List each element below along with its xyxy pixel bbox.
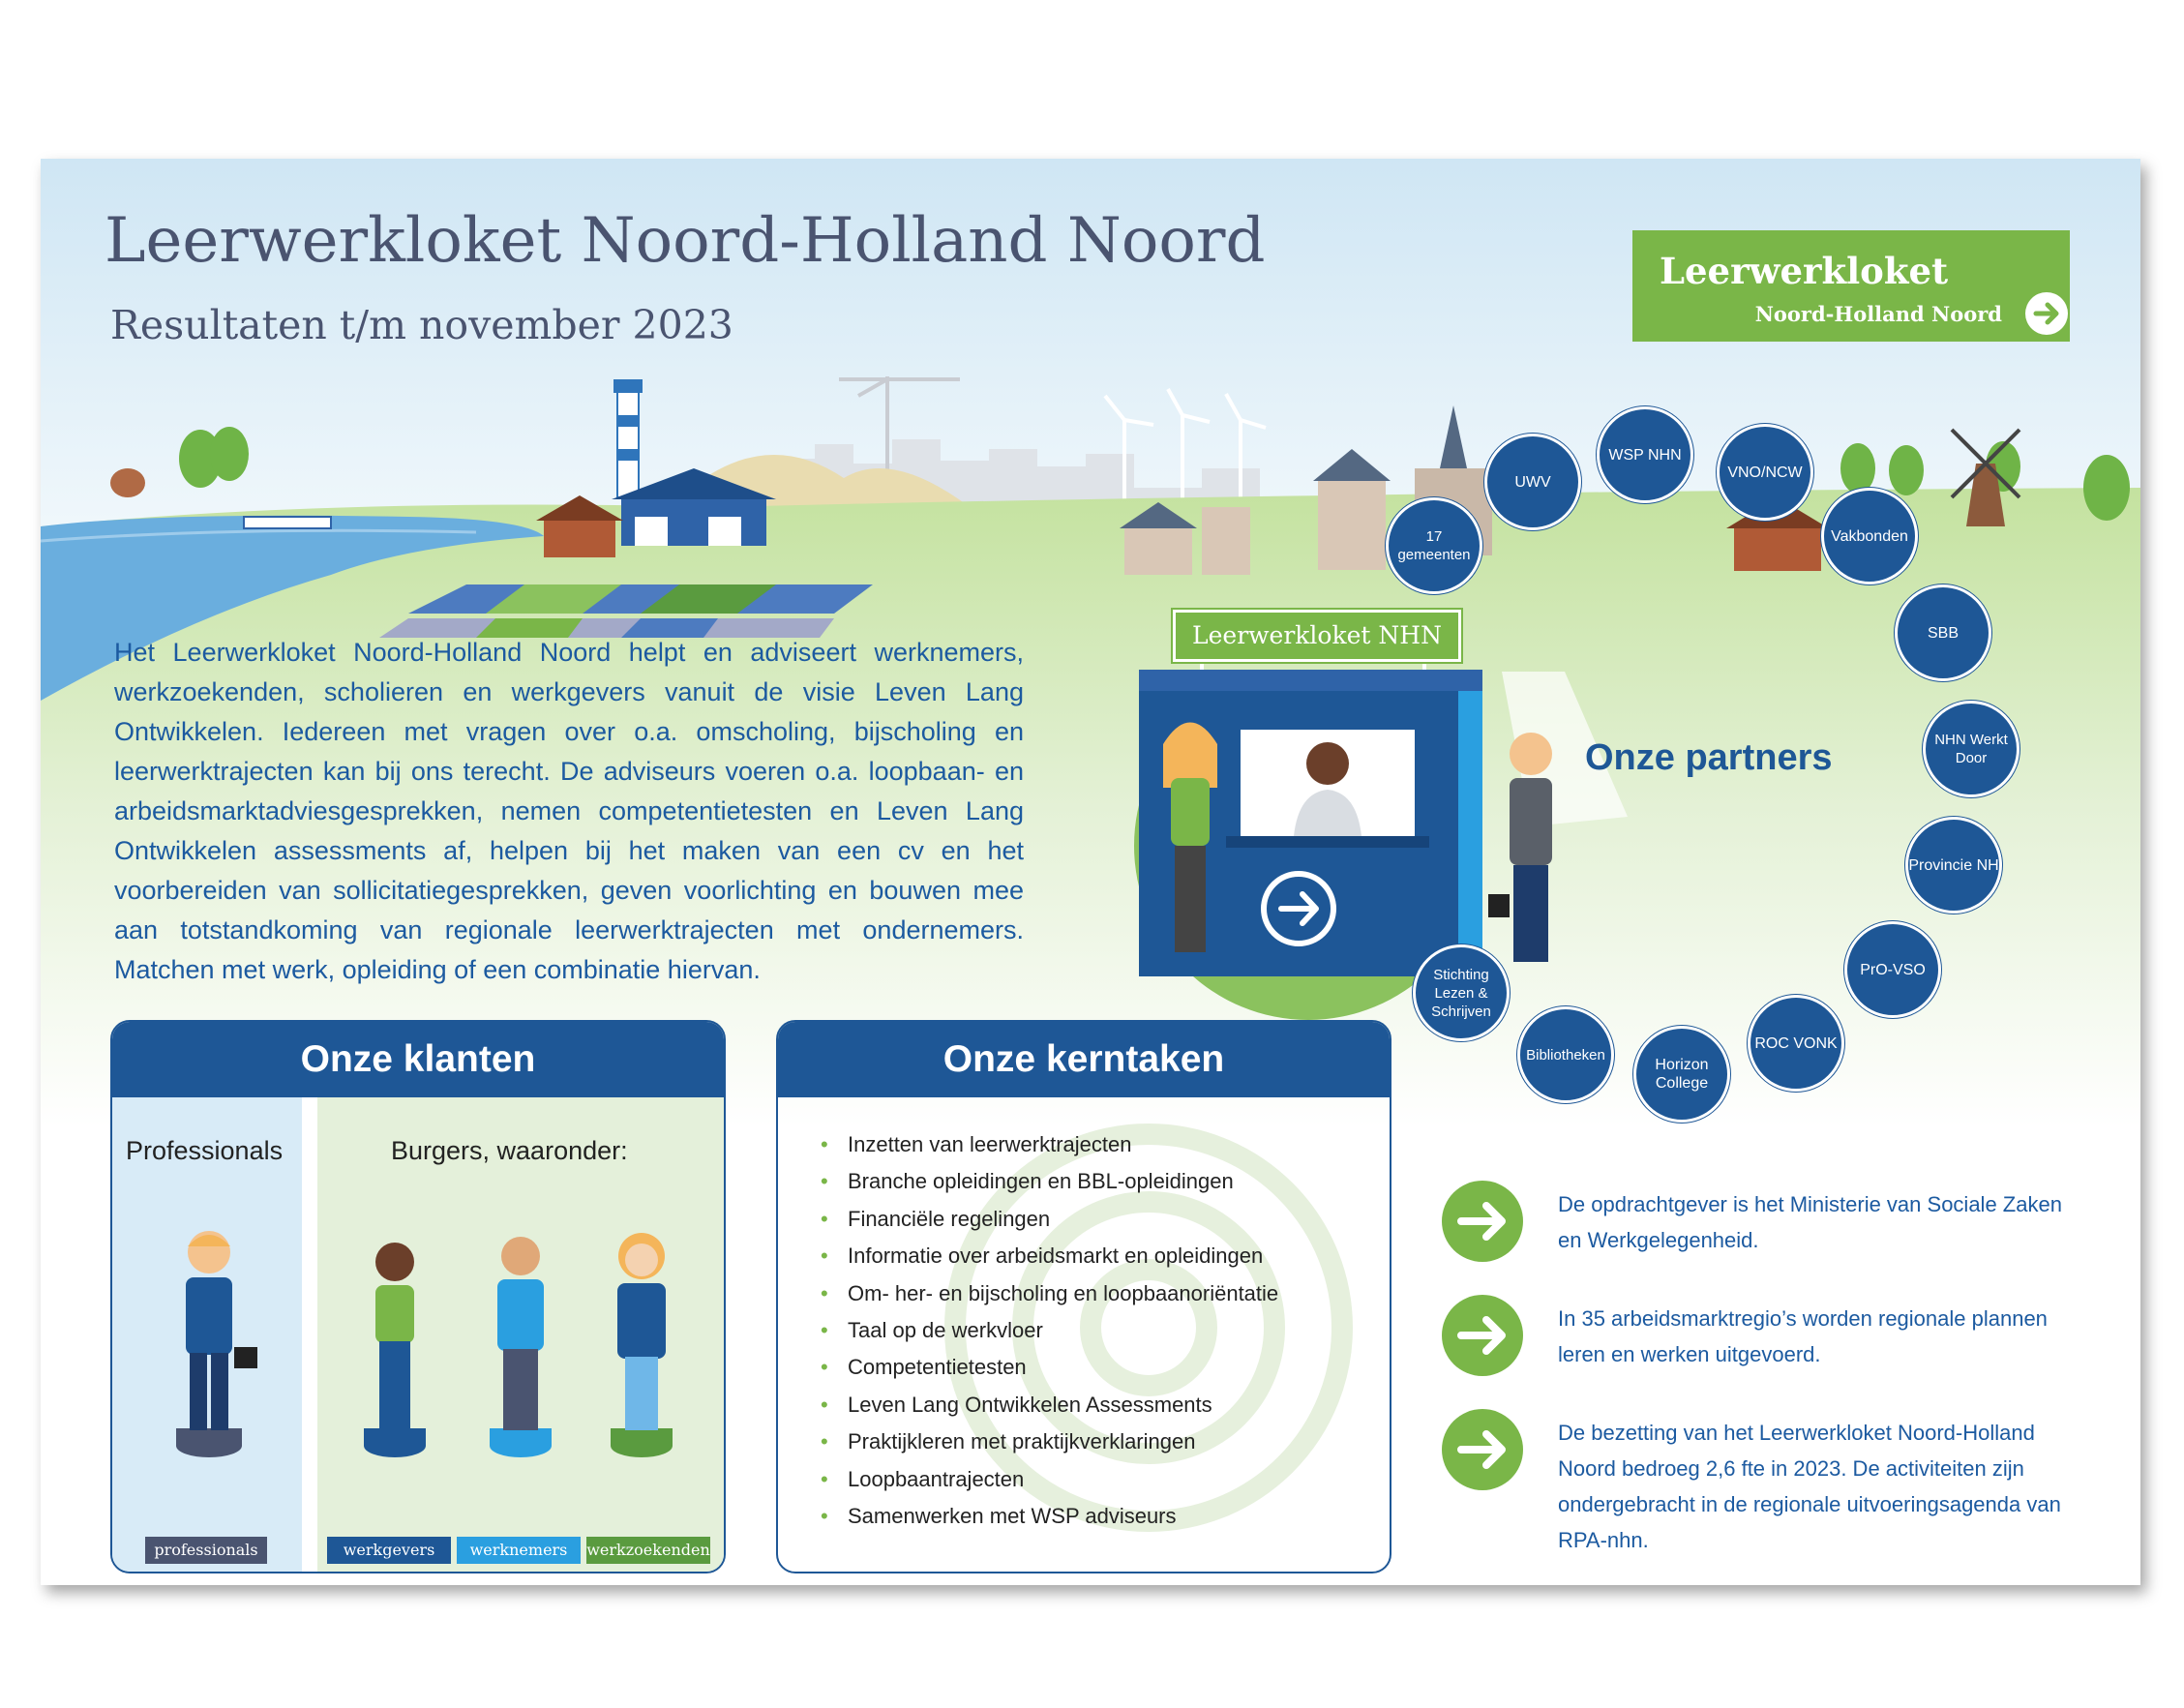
partner-badge: PrO-VSO bbox=[1844, 921, 1941, 1018]
logo-line1: Leerwerkloket bbox=[1660, 250, 1949, 292]
town-houses bbox=[1120, 405, 1492, 575]
partner-badge: NHN Werkt Door bbox=[1923, 701, 2019, 797]
arrow-right-icon bbox=[1442, 1409, 1523, 1490]
page-title: Leerwerkloket Noord-Holland Noord bbox=[105, 205, 1266, 277]
partner-badge: UWV bbox=[1484, 434, 1581, 530]
professionals-column: Professionals professionals bbox=[112, 1097, 302, 1572]
list-item: Informatie over arbeidsmarkt en opleidin… bbox=[817, 1238, 1278, 1275]
list-item: Loopbaantrajecten bbox=[817, 1461, 1278, 1499]
arrow-right-icon bbox=[1442, 1295, 1523, 1376]
kiosk-employee bbox=[1294, 742, 1361, 836]
crop-fields bbox=[379, 584, 873, 638]
list-item: Financiële regelingen bbox=[817, 1201, 1278, 1239]
partner-badge: WSP NHN bbox=[1597, 406, 1693, 503]
professionals-label: Professionals bbox=[126, 1136, 284, 1165]
partner-badge: 17 gemeenten bbox=[1386, 497, 1482, 594]
logo-line2: Noord-Holland Noord bbox=[1754, 302, 2002, 326]
kerntaken-panel: Onze kerntaken Inzetten van leerwerktraj… bbox=[776, 1020, 1391, 1573]
partner-badge: Stichting Lezen & Schrijven bbox=[1413, 944, 1510, 1041]
burger-figures bbox=[364, 1233, 673, 1457]
list-item: Taal op de werkvloer bbox=[817, 1312, 1278, 1350]
list-item: Branche opleidingen en BBL-opleidingen bbox=[817, 1163, 1278, 1201]
partner-badge: Provincie NH bbox=[1905, 817, 2002, 914]
klanten-title: Onze klanten bbox=[112, 1022, 724, 1097]
list-item: Praktijkleren met praktijkverklaringen bbox=[817, 1423, 1278, 1461]
partner-badge: VNO/NCW bbox=[1717, 424, 1813, 521]
windmill bbox=[1950, 428, 2021, 526]
partner-badge: Vakbonden bbox=[1821, 488, 1918, 584]
tag-professionals: professionals bbox=[145, 1537, 267, 1564]
page-subtitle: Resultaten t/m november 2023 bbox=[110, 302, 733, 348]
barns bbox=[536, 468, 776, 557]
list-item: Leven Lang Ontwikkelen Assessments bbox=[817, 1387, 1278, 1424]
list-item: Inzetten van leerwerktrajecten bbox=[817, 1126, 1278, 1164]
list-item: Samenwerken met WSP adviseurs bbox=[817, 1498, 1278, 1536]
woman-customer bbox=[1163, 722, 1217, 952]
partners-title: Onze partners bbox=[1585, 737, 1833, 778]
kiosk-sign: Leerwerkloket NHN bbox=[1173, 610, 1461, 662]
man-advisor bbox=[1488, 733, 1552, 962]
arrow-right-icon bbox=[2025, 292, 2068, 335]
burgers-column: Burgers, waaronder: werkgevers bbox=[317, 1097, 724, 1572]
info-text: In 35 arbeidsmarktregio’s worden regiona… bbox=[1558, 1306, 2048, 1366]
list-item: Om- her- en bijscholing en loopbaanoriën… bbox=[817, 1275, 1278, 1313]
kerntaken-title: Onze kerntaken bbox=[778, 1022, 1390, 1097]
burgers-label: Burgers, waaronder: bbox=[391, 1136, 628, 1165]
brand-logo: Leerwerkloket Noord-Holland Noord bbox=[1632, 230, 2070, 342]
partner-badge: SBB bbox=[1895, 584, 1991, 681]
partner-badge: ROC VONK bbox=[1748, 995, 1844, 1092]
tag-werkgevers: werkgevers bbox=[327, 1537, 451, 1564]
tag-werkzoekenden: werkzoekenden bbox=[586, 1537, 710, 1564]
list-item: Competentietesten bbox=[817, 1349, 1278, 1387]
klanten-panel: Onze klanten Professionals professionals… bbox=[110, 1020, 726, 1573]
kerntaken-list: Inzetten van leerwerktrajecten Branche o… bbox=[817, 1126, 1278, 1536]
boat bbox=[243, 516, 332, 529]
arrow-right-icon bbox=[1442, 1181, 1523, 1262]
green-land bbox=[41, 488, 2140, 1126]
water bbox=[41, 515, 544, 701]
trees-left bbox=[110, 427, 249, 497]
intro-text: Het Leerwerkloket Noord-Holland Noord he… bbox=[114, 638, 1024, 984]
infographic-card: Leerwerkloket Noord-Holland Noord Result… bbox=[41, 159, 2140, 1585]
info-text: De bezetting van het Leerwerkloket Noord… bbox=[1558, 1421, 2061, 1552]
partner-badge: Bibliotheken bbox=[1517, 1006, 1614, 1103]
professional-figure bbox=[176, 1231, 257, 1457]
partner-badge: Horizon College bbox=[1633, 1026, 1730, 1123]
tag-werknemers: werknemers bbox=[457, 1537, 581, 1564]
lighthouse bbox=[613, 379, 643, 498]
info-text: De opdrachtgever is het Ministerie van S… bbox=[1558, 1192, 2062, 1252]
